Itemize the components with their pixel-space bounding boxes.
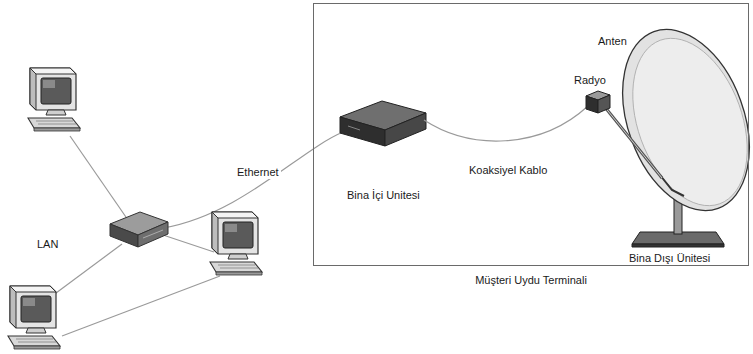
terminal-title: Müşteri Uydu Terminali (314, 274, 748, 286)
indoor-unit-label: Bina İçi Unitesi (345, 189, 422, 202)
antenna-label: Anten (596, 35, 629, 48)
outdoor-unit-label: Bina Dışı Ünitesi (627, 252, 712, 265)
radio-label: Radyo (572, 74, 608, 87)
computer (28, 68, 80, 131)
computer (8, 286, 60, 349)
terminal-boundary: Müşteri Uydu Terminali (313, 3, 749, 266)
lan-hub (110, 212, 168, 247)
ethernet-label: Ethernet (235, 166, 281, 179)
indoor-unit (340, 101, 426, 146)
lan-label: LAN (35, 238, 60, 251)
coaxial-cable (424, 106, 588, 141)
cable-label: Koaksiyel Kablo (467, 164, 549, 177)
radio-unit (586, 91, 662, 178)
lan-wires (52, 136, 220, 336)
computer (210, 212, 262, 275)
